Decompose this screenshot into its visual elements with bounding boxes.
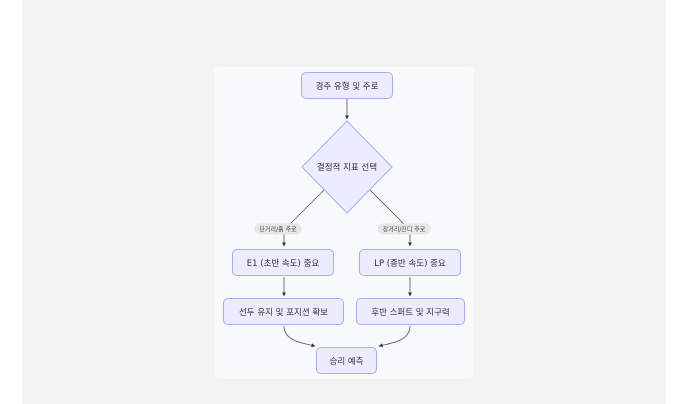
edge-label-right: 장거리/잔디 주로 bbox=[377, 223, 431, 235]
edge-decision-right bbox=[369, 189, 411, 231]
diagram-card bbox=[214, 67, 474, 379]
node-lead-position-label: 선두 유지 및 포지션 확보 bbox=[238, 307, 328, 318]
node-decision-label: 결정적 지표 선택 bbox=[316, 163, 378, 173]
node-lp[interactable]: LP (종반 속도) 중요 bbox=[359, 249, 461, 276]
node-start[interactable]: 경주 유형 및 주로 bbox=[301, 72, 393, 99]
panel-top-strip bbox=[22, 0, 666, 4]
edge-label-left: 단거리/흙 주로 bbox=[254, 223, 302, 235]
node-e1[interactable]: E1 (초반 속도) 중요 bbox=[232, 249, 334, 276]
node-start-label: 경주 유형 및 주로 bbox=[315, 81, 379, 92]
edge-left2-end bbox=[283, 325, 316, 348]
node-win-prediction-label: 승리 예측 bbox=[329, 356, 364, 367]
edge-right2-end bbox=[378, 325, 411, 348]
decision-diamond bbox=[301, 120, 393, 214]
node-lp-label: LP (종반 속도) 중요 bbox=[374, 258, 446, 269]
node-late-spurt-label: 후반 스퍼트 및 지구력 bbox=[371, 307, 450, 318]
edge-decision-left bbox=[283, 189, 325, 231]
node-late-spurt[interactable]: 후반 스퍼트 및 지구력 bbox=[356, 298, 465, 325]
node-lead-position[interactable]: 선두 유지 및 포지션 확보 bbox=[223, 298, 344, 325]
node-win-prediction[interactable]: 승리 예측 bbox=[316, 347, 377, 374]
node-e1-label: E1 (초반 속도) 중요 bbox=[246, 258, 320, 269]
